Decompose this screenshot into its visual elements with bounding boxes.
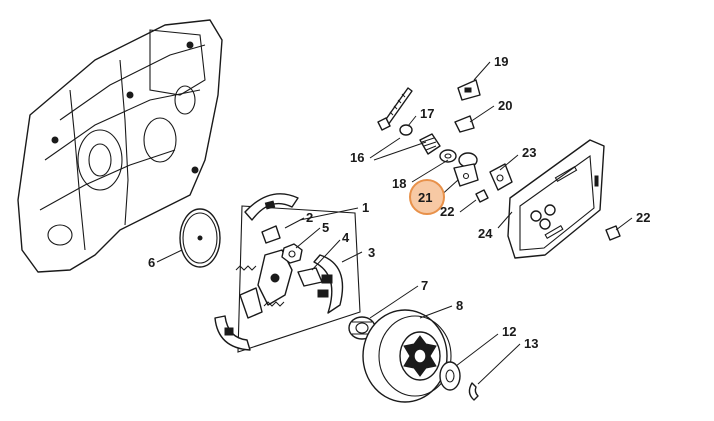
leader-lines [156, 61, 633, 385]
part-16-adjusting-screw [377, 87, 413, 131]
label-20: 20 [498, 98, 512, 113]
label-2: 2 [306, 210, 313, 225]
part-24-sprocket-cover [507, 139, 605, 259]
label-12: 12 [502, 324, 516, 339]
part-21-plate [453, 163, 479, 187]
part-3-clutch-shoe [313, 254, 344, 314]
label-13: 13 [524, 336, 538, 351]
clutch-shoe-top [244, 193, 299, 221]
clutch-assembly-frame [237, 205, 361, 353]
part-20-bracket [454, 115, 475, 133]
part-4-spring [297, 267, 323, 287]
label-22-left: 22 [440, 204, 454, 219]
part-8-clutch-drum [362, 309, 452, 403]
part-23-collar-nut [489, 163, 513, 191]
label-24: 24 [478, 226, 493, 241]
label-16: 16 [350, 150, 364, 165]
label-7: 7 [421, 278, 428, 293]
part-number-labels: 6 2 1 3 4 5 7 8 12 13 16 17 18 19 20 21 … [148, 54, 650, 351]
part-6-thrust-washer [179, 208, 221, 268]
label-18: 18 [392, 176, 406, 191]
part-13-e-clip [468, 382, 479, 401]
part-19-clip [457, 79, 481, 101]
part-12-washer [439, 361, 461, 391]
crankcase-housing [17, 19, 223, 273]
label-8: 8 [456, 298, 463, 313]
part-5-hex-nut [281, 243, 303, 264]
label-19: 19 [494, 54, 508, 69]
label-1: 1 [362, 200, 369, 215]
part-17-o-ring [399, 124, 413, 136]
label-17: 17 [420, 106, 434, 121]
label-3: 3 [368, 245, 375, 260]
clutch-shoe-bottom [214, 315, 251, 351]
part-22-screw-left [475, 189, 489, 203]
label-6: 6 [148, 255, 155, 270]
clutch-carrier [239, 249, 293, 319]
label-23: 23 [522, 145, 536, 160]
worm-gear [419, 133, 441, 155]
label-22-right: 22 [636, 210, 650, 225]
small-washer [439, 149, 457, 163]
label-4: 4 [342, 230, 350, 245]
label-5: 5 [322, 220, 329, 235]
part-2-spring-hook [261, 225, 281, 244]
label-21: 21 [418, 190, 432, 205]
highlight-bubble [409, 179, 445, 215]
